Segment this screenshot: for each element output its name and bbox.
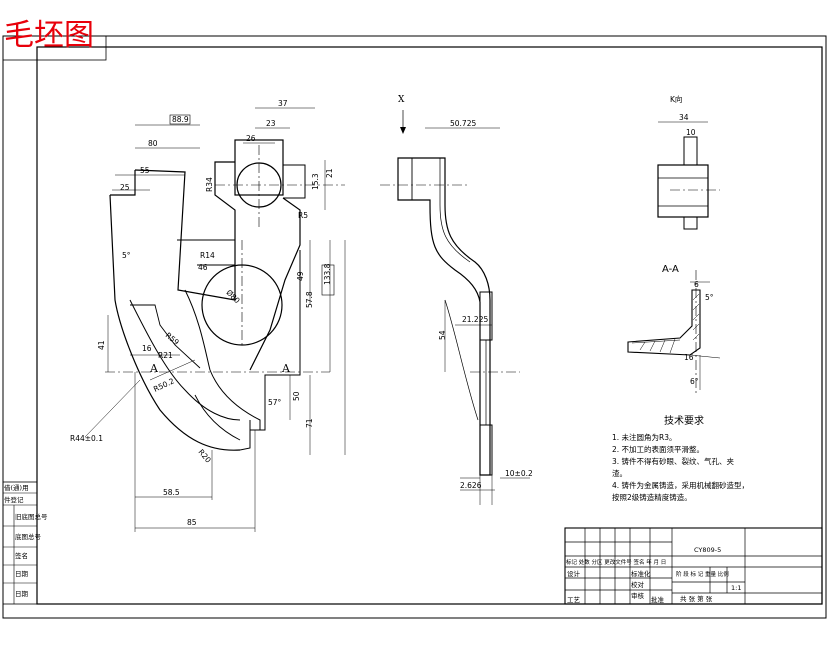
dim-aa-6-degree: 6° (690, 377, 699, 386)
stage-row: 阶 段 标 记 重量 比例 (676, 570, 729, 578)
tech-req-item-2: 2. 不加工的表面须平滑整。 (612, 444, 704, 454)
dim-bore-80: Ø80 (224, 288, 241, 305)
label-review: 审核 (631, 591, 645, 600)
side-view: X (380, 95, 530, 505)
dim-R50-2: R50.2 (152, 376, 176, 394)
strip-label-base: 底图总号 (15, 532, 42, 541)
tech-req-item-4: 4. 铸件为金属铸造，采用机械翻砂造型， (612, 480, 749, 490)
k-view: K向 (657, 94, 720, 230)
dim-25: 25 (120, 183, 130, 192)
dim-21-225: 21.225 (462, 315, 488, 324)
label-craft: 工艺 (567, 596, 581, 604)
title-block-text: CY809-5 标记 处数 分区 更改文件号 签名 年 月 日 设计 标准化 校… (566, 546, 741, 604)
dim-aa-16: 16 (684, 353, 694, 362)
dim-50: 50 (292, 391, 301, 401)
dim-57-8: 57.8 (305, 291, 314, 308)
strip-label-date: 日期 (15, 570, 29, 578)
dim-aa-6: 6 (694, 280, 699, 289)
dim-21: 21 (325, 168, 334, 178)
strip-label-sign: 签名 (15, 551, 28, 560)
outer-frame (2, 35, 827, 619)
strip-label-borrow: 借(通)用 (4, 483, 29, 492)
cut-label-a-right: A (281, 362, 291, 375)
strip-label-date-2: 日期 (15, 590, 29, 598)
dim-R34: R34 (205, 177, 214, 192)
strip-label-old-base: 旧底图总号 (15, 512, 48, 521)
dim-46: 46 (198, 263, 208, 272)
drawing-number: CY809-5 (694, 546, 721, 554)
left-registration-strip: 借(通)用 件登记 旧底图总号 底图总号 签名 日期 日期 (2, 481, 48, 605)
view-label-k: K向 (670, 94, 682, 104)
dim-49: 49 (296, 271, 305, 281)
strip-label-register: 件登记 (4, 495, 24, 504)
dim-16: 16 (142, 344, 152, 353)
dim-2-626: 2.626 (460, 481, 482, 490)
dim-37: 37 (278, 99, 288, 108)
dim-58-5: 58.5 (163, 488, 180, 497)
dim-k-34: 34 (679, 113, 689, 122)
dim-55: 55 (140, 166, 150, 175)
dim-80: 80 (148, 139, 158, 148)
dim-85: 85 (187, 518, 197, 527)
dim-R59: R59 (164, 331, 181, 348)
dim-15-3: 15.3 (311, 173, 320, 190)
dim-88-9: 88.9 (172, 115, 189, 124)
dim-57-degree: 57° (268, 398, 282, 407)
label-proof: 校对 (631, 580, 645, 589)
dim-10-tol: 10±0.2 (505, 469, 533, 478)
sheet-row: 共 张 第 张 (680, 594, 713, 603)
scale-ratio: 1:1 (731, 584, 741, 592)
front-view-dimensions: 37 23 26 88.9 80 55 25 5° R34 R14 R5 15.… (70, 99, 334, 527)
cut-label-a-left: A (149, 362, 159, 375)
dim-26: 26 (246, 134, 256, 143)
revision-header-row: 标记 处数 分区 更改文件号 签名 年 月 日 (566, 558, 666, 566)
front-view (84, 107, 346, 532)
technical-requirements: 技术要求 1. 未注圆角为R3。 2. 不加工的表面须平滑整。 3. 铸件不得有… (612, 414, 749, 502)
stamp-title: 毛坯图 (4, 18, 94, 53)
tech-req-item-3: 3. 铸件不得有砂眼、裂纹、气孔、夹 (612, 456, 735, 466)
dim-k-10: 10 (686, 128, 696, 137)
dim-41: 41 (97, 340, 106, 350)
dim-54: 54 (438, 330, 447, 340)
dim-133-8: 133.8 (323, 263, 332, 285)
dim-R20: R20 (196, 448, 213, 465)
view-label-x: X (398, 95, 405, 105)
label-standardization: 标准化 (631, 569, 651, 578)
dim-aa-5-degree: 5° (705, 293, 714, 302)
stamp-box (2, 35, 107, 61)
tech-req-item-4b: 按照2级铸造精度铸造。 (612, 492, 692, 502)
dim-R5: R5 (298, 211, 308, 220)
label-design: 设计 (567, 569, 581, 578)
tech-req-item-3b: 渣。 (612, 468, 627, 478)
side-view-dimensions: 50.725 21.225 54 10±0.2 2.626 (438, 119, 533, 490)
dim-23: 23 (266, 119, 276, 128)
dim-R44: R44±0.1 (70, 434, 103, 443)
tech-req-item-1: 1. 未注圆角为R3。 (612, 432, 677, 442)
label-approve: 批准 (651, 595, 665, 604)
section-label-aa: A-A (662, 264, 679, 275)
inner-frame (36, 46, 823, 605)
dim-5-degree: 5° (122, 251, 131, 260)
title-block (564, 527, 823, 605)
tech-req-heading: 技术要求 (664, 414, 704, 427)
dim-R21: R21 (158, 351, 173, 360)
dim-R14: R14 (200, 251, 215, 260)
dim-71: 71 (305, 418, 314, 428)
dim-50-725: 50.725 (450, 119, 476, 128)
aa-section: A-A (627, 264, 721, 395)
